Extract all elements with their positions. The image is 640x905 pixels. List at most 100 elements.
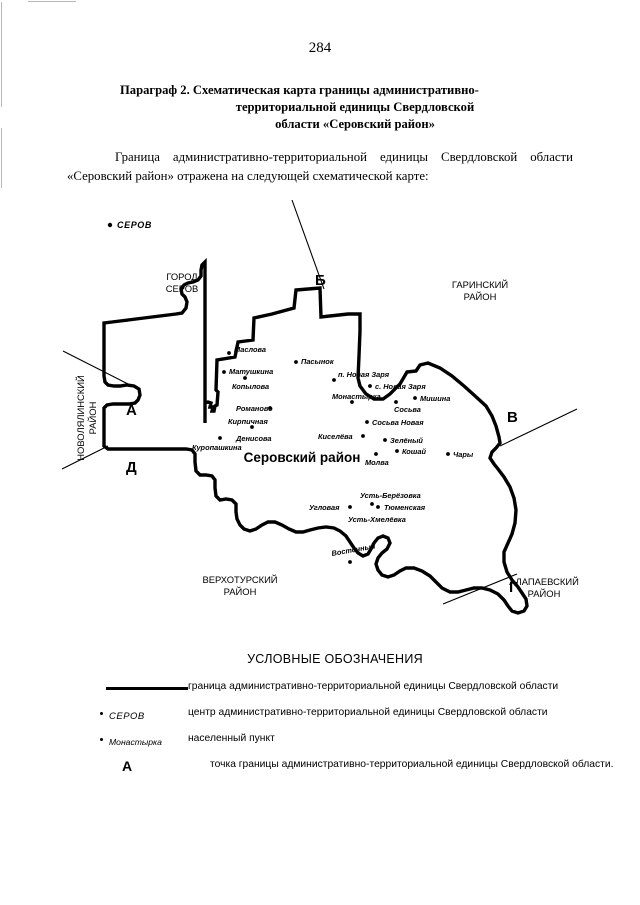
settlement-dot-icon <box>100 738 103 742</box>
settlement-label: Пасынок <box>301 357 335 366</box>
legend-rows: граница административно-территориальной … <box>60 680 614 784</box>
neighbor-alapaevsky-line1: АЛАПАЕВСКИЙ <box>509 576 579 587</box>
legend: УСЛОВНЫЕ ОБОЗНАЧЕНИЯ граница администрат… <box>60 652 614 784</box>
city-center-dot <box>107 222 113 228</box>
settlement-label: Романово <box>236 404 273 413</box>
settlement-label: Тюменская <box>384 503 426 512</box>
settlement-label: Кошай <box>402 447 426 456</box>
settlement-label: Копылова <box>232 382 269 391</box>
settlement-label: Киселёва <box>318 432 353 441</box>
settlement-dot <box>361 434 365 438</box>
leader-line-g <box>442 573 518 605</box>
legend-row: граница административно-территориальной … <box>60 680 580 706</box>
legend-desc: населенный пункт <box>188 733 275 744</box>
neighbor-alapaevsky-line2: РАЙОН <box>528 588 561 599</box>
legend-key-settlement-label: Монастырка <box>109 737 162 747</box>
settlement-label: с. Новая Заря <box>375 382 426 391</box>
legend-row: А точка границы административно-территор… <box>60 758 614 784</box>
legend-key-point: А <box>100 758 235 776</box>
intro-paragraph: Граница административно-территориальной … <box>67 150 573 183</box>
legend-row: СЕРОВ центр административно-территориаль… <box>60 706 580 732</box>
settlement-dot <box>268 406 272 410</box>
legend-key-city-label: СЕРОВ <box>109 711 145 722</box>
city-dot-icon <box>100 712 103 716</box>
settlement-dot <box>294 360 298 364</box>
district-boundary-path <box>102 257 529 615</box>
boundary-point-g: Г <box>509 579 518 596</box>
settlement-dot <box>250 425 254 429</box>
settlement-label: Сосьва <box>394 405 421 414</box>
legend-key-point-label: А <box>122 758 133 774</box>
settlement-dot <box>395 449 399 453</box>
neighbor-gorod-serov-line2: СЕРОВ <box>166 283 199 294</box>
settlement-label: п. Новая Заря <box>338 370 390 379</box>
settlement-label: Денисова <box>235 434 272 443</box>
neighbor-novolyalinsky-line1: НОВОЛЯЛИНСКИЙ <box>75 375 86 460</box>
settlement-label: Зелёный <box>390 436 423 445</box>
settlement-dot <box>365 420 369 424</box>
boundary-point-a: А <box>126 402 137 419</box>
legend-row: Монастырка населенный пункт <box>60 732 580 758</box>
settlement-dot <box>227 351 231 355</box>
settlement-label: Кирпичная <box>228 417 268 426</box>
settlement-label: Матушкина <box>229 367 273 376</box>
settlement-dot <box>376 505 380 509</box>
heading-line-1: Параграф 2. Схематическая карта границы … <box>120 83 479 97</box>
settlement-label: Мишина <box>420 394 450 403</box>
settlement-dot <box>222 370 226 374</box>
leader-line-d <box>61 445 109 470</box>
neighbor-garinsky-line1: ГАРИНСКИЙ <box>452 279 508 290</box>
leader-line-b <box>291 199 325 290</box>
settlement-dot <box>394 400 398 404</box>
settlement-dot <box>413 396 417 400</box>
legend-title: УСЛОВНЫЕ ОБОЗНАЧЕНИЯ <box>247 652 423 666</box>
scan-edge-left-2 <box>1 128 2 188</box>
legend-desc: точка границы административно-территориа… <box>210 759 614 770</box>
legend-key-city: СЕРОВ <box>100 706 235 724</box>
settlement-label: Маслова <box>234 345 266 354</box>
heading-line-3: области «Серовский район» <box>275 117 435 131</box>
neighbor-verkhotursky-line2: РАЙОН <box>224 586 257 597</box>
settlement-label: Усть-Хмелёвка <box>348 515 406 524</box>
scan-edge-top <box>28 1 76 2</box>
settlement-dot <box>370 502 374 506</box>
legend-desc: центр административно-территориальной ед… <box>188 707 548 718</box>
settlement-label: Усть-Берёзовка <box>360 491 421 500</box>
boundary-point-d: Д <box>126 459 137 476</box>
settlement-dot <box>383 438 387 442</box>
boundary-point-b: Б <box>315 272 326 289</box>
legend-key-border-line <box>100 680 235 698</box>
settlement-dot <box>350 400 354 404</box>
page-title: Параграф 2. Схематическая карта границы … <box>90 82 560 133</box>
legend-key-settlement: Монастырка <box>100 732 235 750</box>
neighbor-garinsky-line2: РАЙОН <box>464 291 497 302</box>
scan-edge-left <box>1 2 2 107</box>
settlement-label: Монастырка <box>332 392 381 401</box>
page-number: 284 <box>308 40 332 56</box>
neighbor-verkhotursky-line1: ВЕРХОТУРСКИЙ <box>202 574 277 585</box>
city-center-label: СЕРОВ <box>117 220 152 230</box>
border-line-icon <box>106 687 188 690</box>
settlement-label: Сосьва Новая <box>372 418 424 427</box>
neighbor-novolyalinsky-line2: РАЙОН <box>87 402 98 435</box>
settlement-label: Молва <box>365 458 389 467</box>
settlement-label: Угловая <box>309 503 340 512</box>
neighbor-gorod-serov-line1: ГОРОД <box>166 271 198 282</box>
leader-line-v <box>499 408 578 447</box>
settlement-dot <box>368 384 372 388</box>
district-title: Серовский район <box>244 450 361 465</box>
leader-line-a <box>62 350 133 387</box>
settlement-label: Чары <box>453 450 474 459</box>
map-svg: А Б В Г Д Серовский район ГОРОД СЕРОВ ГА… <box>61 199 579 615</box>
settlement-label: Восточный <box>331 541 377 558</box>
settlement-label: Куропашкина <box>192 443 242 452</box>
settlement-dot <box>348 560 352 564</box>
settlement-dot <box>348 505 352 509</box>
heading-line-2: территориальной единицы Свердловской <box>235 100 475 114</box>
legend-desc: граница административно-территориальной … <box>188 681 559 692</box>
schematic-map: А Б В Г Д Серовский район ГОРОД СЕРОВ ГА… <box>60 196 580 656</box>
settlement-dot <box>243 376 247 380</box>
settlement-dot <box>446 452 450 456</box>
settlement-dot <box>374 452 378 456</box>
